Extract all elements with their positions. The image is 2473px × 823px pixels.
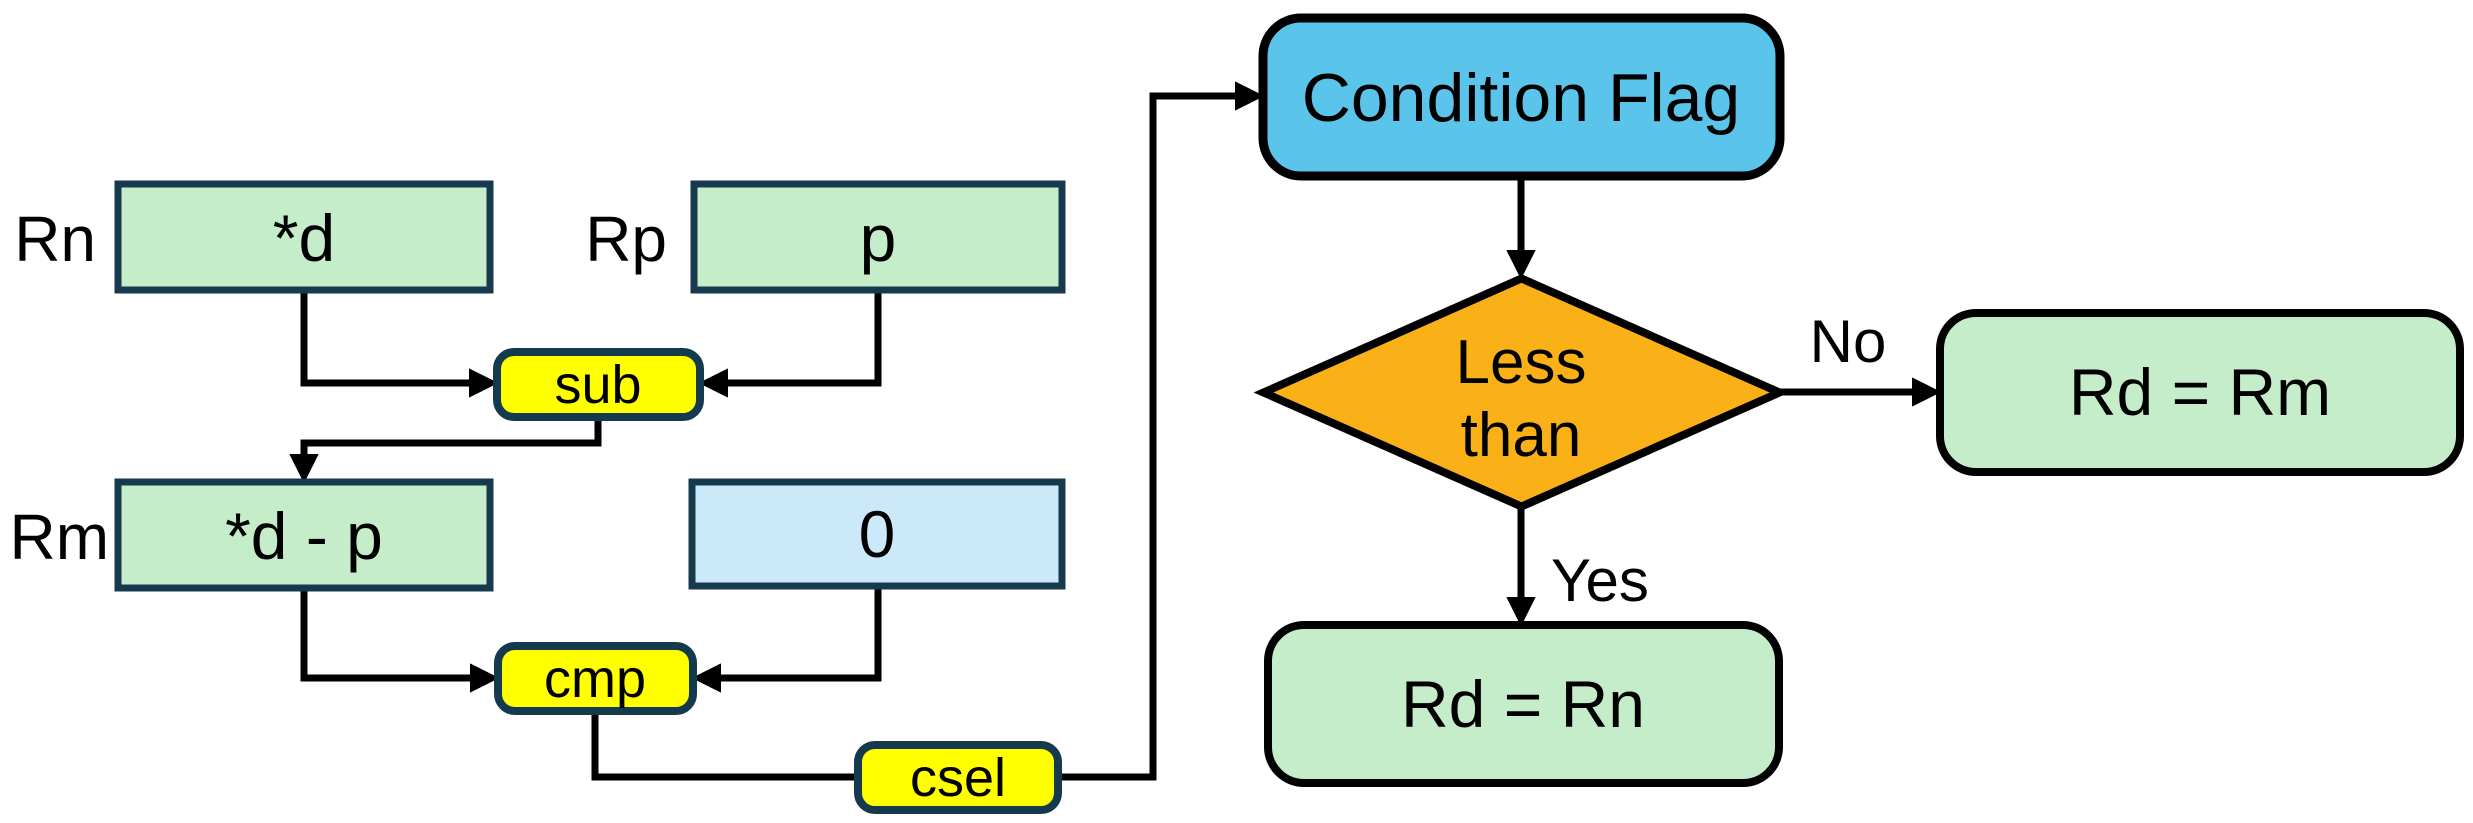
outcome-label-rd-rn: Rd = Rn [1401,667,1645,741]
op-label-csel: csel [910,748,1006,808]
register-value-rp: p [860,201,897,275]
op-box-sub [493,348,704,421]
register-label-rn: Rn [14,203,96,275]
register-label-rm: Rm [9,501,109,573]
connector-rn-to-sub [300,290,499,398]
connector-cmp-to-csel [591,711,858,781]
connector-rm-to-cmp [300,588,500,693]
edge-label-yes: Yes [1551,547,1649,614]
register-box-rm [114,478,494,592]
outcome-box-rd-rn [1264,621,1783,787]
register-box-rp [690,180,1066,294]
constant-zero-value: 0 [859,497,896,571]
outcome-label-rd-rm: Rd = Rm [2069,355,2331,429]
condition-flag-label: Condition Flag [1302,60,1740,136]
connector-zero-to-cmp [691,586,882,693]
connector-sub-to-rm [289,417,602,484]
register-label-rp: Rp [585,203,667,275]
decision-label-line2: than [1461,401,1582,470]
op-label-sub: sub [554,355,641,415]
edge-label-no: No [1810,308,1887,375]
register-value-rm: *d - p [225,499,383,573]
constant-zero-box [688,478,1066,590]
op-label-cmp: cmp [544,649,646,709]
register-box-rn [114,180,494,294]
outcome-box-rd-rm [1936,309,2464,476]
decision-label-line1: Less [1456,328,1587,397]
op-box-csel [854,741,1062,814]
register-value-rn: *d [273,201,335,275]
connector-rp-to-sub [698,290,882,398]
condition-flag-box [1258,13,1785,181]
decision-diamond [1253,274,1790,511]
op-box-cmp [494,642,697,715]
connector-csel-to-condition-flag [1058,81,1265,781]
